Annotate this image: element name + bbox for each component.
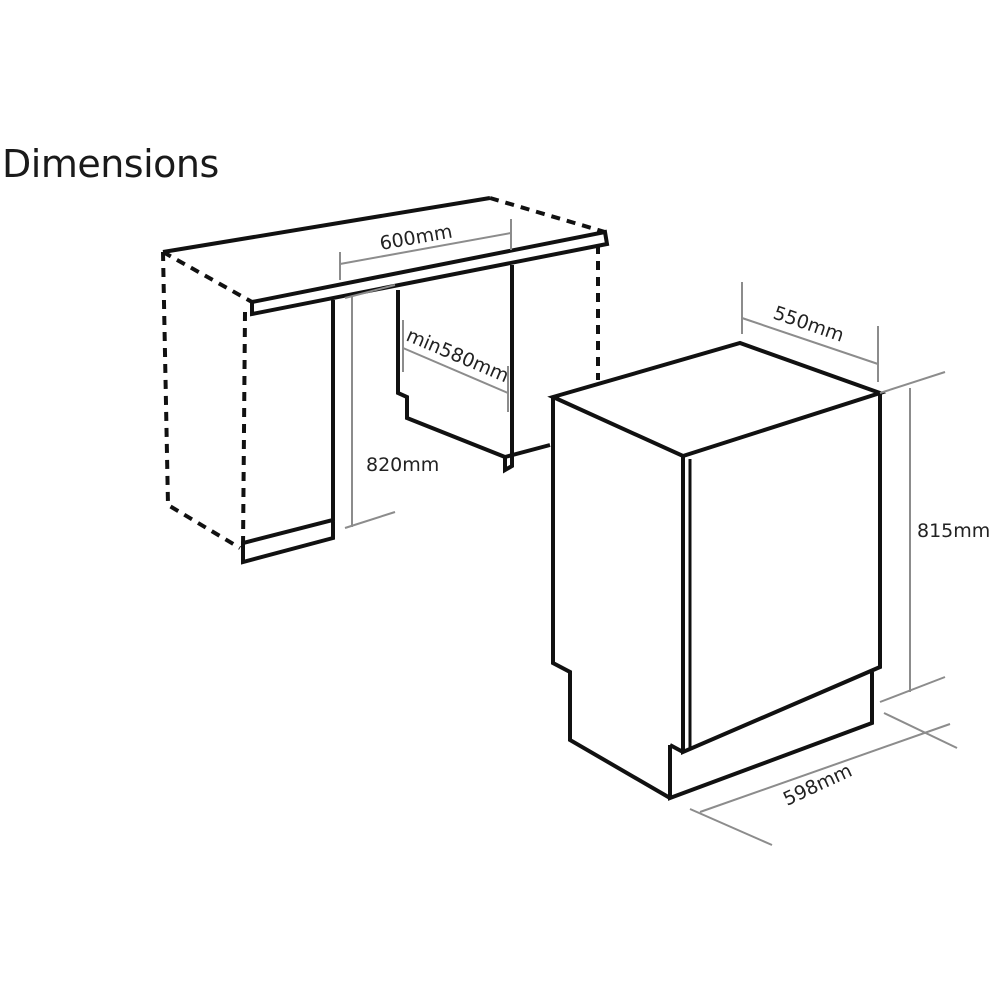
dim-label-recess-height: 820mm [366,454,439,476]
left-panel-front-hidden [241,311,247,549]
dishwasher-appliance [547,340,887,801]
worktop-back-edge-hidden [489,196,606,234]
dimension-appliance-height: 815mm [879,371,990,703]
left-panel-back-hidden [161,251,242,550]
dimension-recess-height: 820mm [344,284,439,529]
worktop-left-hidden [162,250,253,304]
page-title: Dimensions [2,142,219,186]
left-panel-front-edge [241,300,335,565]
inner-partition-panel [396,265,514,474]
appliance-plinth-joint [669,743,684,754]
dimension-lines: 600mm min580mm 820mm 550mm 8 [339,219,990,846]
dim-label-appliance-width: 598mm [780,760,856,811]
worktop-front-slab [250,229,610,317]
appliance-door-panel [681,393,882,756]
dimension-worktop-width: 600mm [339,219,512,280]
appliance-top-face [547,340,887,459]
appliance-plinth [668,672,874,801]
inner-partition-plinth [504,443,551,459]
dimension-recess-depth: min580mm [402,320,512,412]
appliance-side-face [551,397,672,800]
worktop-back-edge [162,196,491,254]
dim-label-appliance-height: 815mm [917,520,990,542]
cabinet-recess [161,196,610,565]
